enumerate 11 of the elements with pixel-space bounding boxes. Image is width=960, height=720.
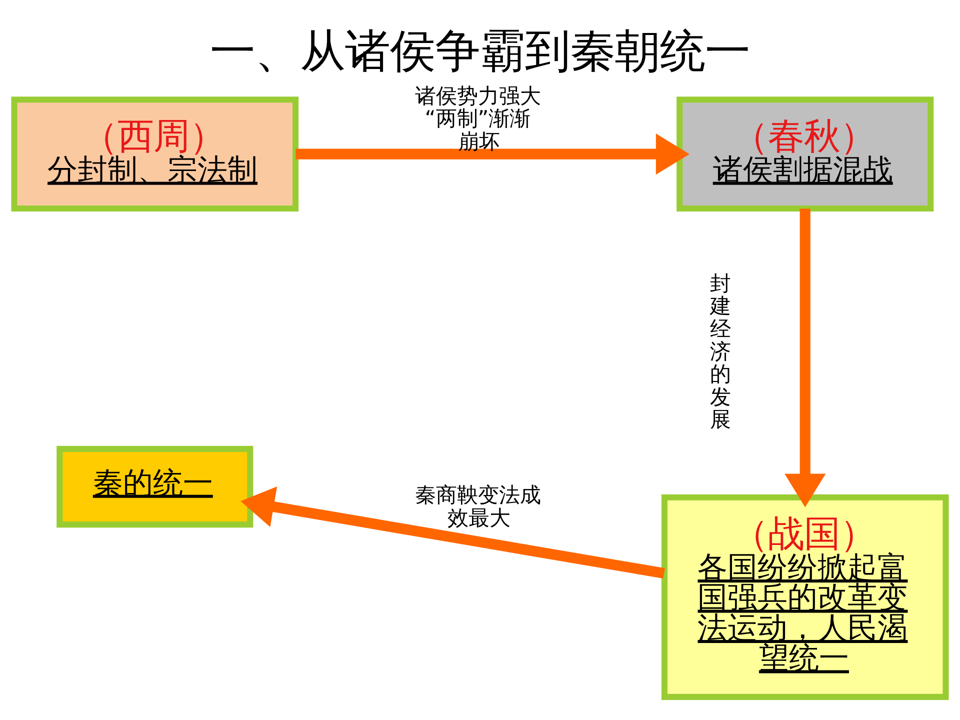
edge-label: 封建经济的发展 <box>710 270 731 432</box>
node-box: （西周） 分封制、宗法制 <box>11 96 299 212</box>
node-box: （战国） 各国纷纷掀起富国强兵的改革变法运动，人民渴望统一 <box>661 494 949 700</box>
diagram-title: 一、从诸侯争霸到秦朝统一 <box>210 24 750 77</box>
node-box: 秦的统一 <box>56 445 254 528</box>
arrow <box>240 486 665 578</box>
arrow <box>296 133 690 174</box>
edge-label: 诸侯势力强大“两制”渐渐崩坏 <box>414 82 541 153</box>
edge-label: 秦商鞅变法成效最大 <box>414 482 541 530</box>
arrow <box>784 208 826 507</box>
node-box: （春秋） 诸侯割据混战 <box>676 96 934 212</box>
